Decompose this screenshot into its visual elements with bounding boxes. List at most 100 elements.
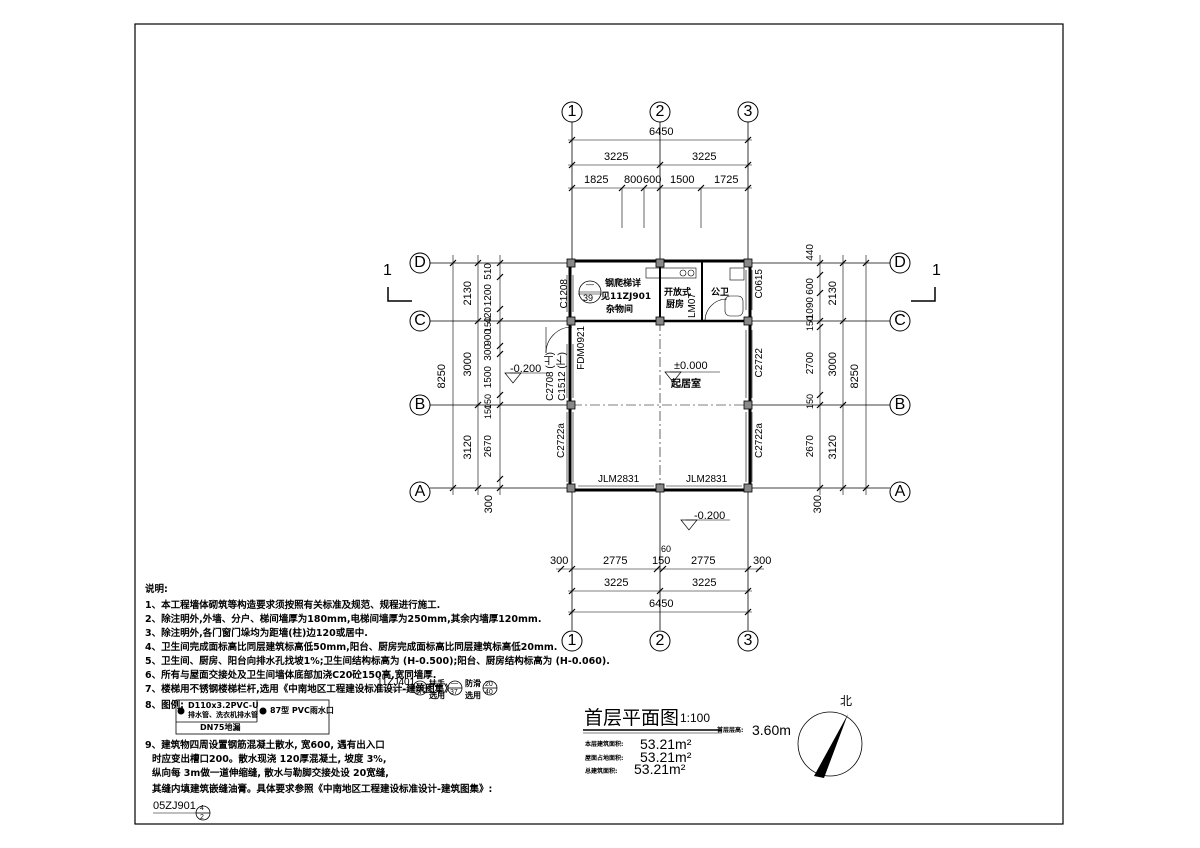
axis-label-2-bottom: 2 <box>655 632 665 649</box>
dim-left-inner-1: 510 <box>483 263 494 280</box>
dim-right-total: 8250 <box>849 364 861 389</box>
window-c2708: C2708 (上) <box>545 352 556 401</box>
dim-bottom-seg-1: 300 <box>550 555 569 567</box>
note-7-circle-3: 40 <box>485 689 493 696</box>
floor-height: 3.60m <box>752 722 791 738</box>
section-markers <box>387 287 936 302</box>
door-fdm0921: FDM0921 <box>576 326 587 370</box>
dim-top-seg-4: 1500 <box>670 174 695 186</box>
dim-top-seg-5: 1725 <box>714 174 739 186</box>
dim-right-inner-6: 150 <box>805 394 815 410</box>
dim-left-bottom: 300 <box>483 495 495 514</box>
note-7-circle-1: 17 <box>415 689 423 696</box>
floor-height-label: 首层层高: <box>717 727 744 734</box>
dim-bottom-half-left: 3225 <box>604 577 629 589</box>
note-line-1: 1、本工程墙体砌筑等构造要求须按照有关标准及规范、规程进行施工. <box>145 600 441 611</box>
note-7-circle-2-top: — <box>451 680 458 687</box>
note-7-circle-2: 37 <box>450 689 458 696</box>
note-7-word-2: 防滑 <box>465 679 481 688</box>
axis-label-3-top: 3 <box>743 103 753 120</box>
dim-top-seg-1: 1825 <box>584 174 609 186</box>
note-9-ref: 05ZJ901 <box>153 800 196 812</box>
door-jlm-left: JLM2831 <box>598 474 640 485</box>
dim-left-inner-9: 150 <box>483 404 493 420</box>
level-outside-left: -0.200 <box>510 363 542 375</box>
kitchen-label-1: 开放式 <box>664 288 692 298</box>
area-3-label: 总建筑面积: <box>585 768 618 775</box>
dim-right-mid-2: 3000 <box>827 352 839 377</box>
axis-label-1-top: 1 <box>567 103 577 120</box>
toilet-label: 公卫 <box>711 288 730 298</box>
axis-label-a-right: A <box>894 483 906 500</box>
dim-top-seg-3: 600 <box>643 174 662 186</box>
legend-pipe-desc: 排水管、洗衣机排水管 <box>188 711 258 719</box>
north-arrow-icon <box>814 714 848 778</box>
note-line-6: 6、所有与屋面交接处及卫生间墙体底部加浇C20砼150高,宽同墙厚. <box>145 670 437 681</box>
stair-room: 杂物间 <box>606 305 634 315</box>
window-c2722a-left: C2722a <box>556 423 567 459</box>
note-9-circle-top: 4 <box>200 805 204 812</box>
dim-bottom-total: 6450 <box>649 598 674 610</box>
axis-label-c-right: C <box>894 312 906 329</box>
drawing-scale: 1:100 <box>680 711 711 725</box>
note-line-4: 4、卫生间完成面标高比同层建筑标高低50mm,阳台、厨房完成面标高比同层建筑标高… <box>145 642 558 653</box>
note-line-5: 5、卫生间、厨房、阳台向排水孔找坡1%;卫生间结构标高为 (H-0.500);阳… <box>145 656 610 667</box>
axis-label-1-bottom: 1 <box>567 632 577 649</box>
notes-title: 说明: <box>145 584 168 595</box>
legend-rain-outlet: 87型 PVC雨水口 <box>270 706 334 715</box>
dim-left-total: 8250 <box>436 364 448 389</box>
north-label: 北 <box>840 694 853 708</box>
dim-top-half-right: 3225 <box>692 151 717 163</box>
dim-bottom-half-right: 3225 <box>692 577 717 589</box>
dim-top-half-left: 3225 <box>604 151 629 163</box>
dim-left-inner-8: 2670 <box>483 435 494 458</box>
stair-circle-num: 39 <box>583 293 594 303</box>
dim-bottom-seg-2: 2775 <box>603 555 628 567</box>
area-1-value: 53.21m² <box>640 736 692 752</box>
drawing-frame <box>134 23 1064 825</box>
dim-right-inner-5: 2700 <box>805 352 816 375</box>
window-marks <box>566 270 753 492</box>
level-inside: ±0.000 <box>674 360 708 372</box>
note-7-circle-3-top: 20 <box>485 681 493 688</box>
dim-left-inner-2: 1200 <box>483 284 494 307</box>
door-swing <box>545 326 573 354</box>
left-dimensions <box>449 255 504 495</box>
note-line-7: 7、楼梯用不锈钢楼梯栏杆,选用《中南地区工程建设标准设计-建筑图集》 <box>145 684 454 695</box>
axis-bubbles <box>409 101 911 652</box>
toilet-fixture <box>724 295 744 317</box>
note-7-circle-1-top: — <box>416 680 423 687</box>
kitchen-counter <box>645 267 697 279</box>
dim-right-inner-2: 600 <box>805 278 816 295</box>
top-dimensions <box>568 136 752 228</box>
dim-right-inner-4: 150 <box>805 316 815 332</box>
kitchen-label-2: 厨房 <box>666 300 685 310</box>
window-c1208: C1208 <box>559 279 570 309</box>
door-lm07: LM07 <box>687 293 698 319</box>
area-1-label: 本层建筑面积: <box>585 741 624 748</box>
dim-right-mid-1: 2130 <box>827 281 839 306</box>
axis-label-b-right: B <box>894 396 906 413</box>
dim-right-bottom: 300 <box>812 495 824 514</box>
axis-label-c-left: C <box>414 312 426 329</box>
window-c2722-right: C2722 <box>754 348 765 378</box>
note-8-title: 8、图例: <box>145 700 184 711</box>
dim-bottom-seg-4: 2775 <box>691 555 716 567</box>
axis-label-a-left: A <box>414 483 426 500</box>
dim-bottom-small: 60 <box>661 544 672 554</box>
note-9-line-4: 其缝内填建筑嵌缝油膏。具体要求参照《中南地区工程建设标准设计-建筑图集》: <box>152 784 493 795</box>
dim-left-inner-6: 1500 <box>483 366 494 389</box>
stair-label: 钢爬梯详 <box>605 279 642 289</box>
stair-circle-top: — <box>586 280 594 289</box>
door-jlm-right: JLM2831 <box>686 474 728 485</box>
legend-floor-drain: DN75地漏 <box>200 723 241 732</box>
axis-label-3-bottom: 3 <box>743 632 753 649</box>
note-9-circle-bottom: 2 <box>200 814 204 821</box>
section-label-right: 1 <box>932 262 941 279</box>
axis-label-d-right: D <box>894 254 906 271</box>
section-label-left: 1 <box>383 262 392 279</box>
dim-top-seg-2: 800 <box>624 174 643 186</box>
note-7-ref: 11ZJ401 <box>377 677 416 688</box>
note-7-word-1: 扶手 <box>429 679 445 688</box>
